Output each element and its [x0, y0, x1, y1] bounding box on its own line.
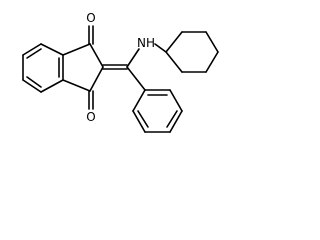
exocyclic-double-bond: [102, 64, 128, 70]
bond: [132, 89, 146, 112]
bond: [40, 43, 64, 56]
bond: [22, 79, 42, 93]
bond: [62, 79, 91, 92]
bond: [154, 43, 167, 53]
bond: [169, 89, 183, 112]
bond: [40, 79, 64, 93]
phenyl-ring: [126, 66, 183, 133]
bond: [126, 66, 146, 91]
bond: [89, 66, 104, 92]
benzo-ring: [22, 43, 64, 93]
bond: [132, 110, 146, 133]
bond: [137, 110, 149, 128]
bond: [62, 43, 91, 56]
chemical-structure: O O NH: [22, 11, 219, 133]
bond: [89, 43, 104, 68]
bond: [26, 48, 42, 59]
bond: [205, 31, 219, 53]
bond: [26, 76, 42, 88]
bond: [165, 31, 183, 53]
bond: [169, 110, 183, 133]
bond: [165, 51, 183, 73]
bond: [166, 110, 178, 128]
oxygen-label-bottom: O: [86, 110, 95, 124]
cyclohexane-ring: [165, 31, 219, 73]
oxygen-label-top: O: [86, 11, 95, 25]
dione-ring: [62, 43, 104, 92]
bond: [22, 43, 42, 56]
amine-bonds: [126, 43, 167, 68]
carbonyl-bonds: [88, 25, 94, 110]
bond: [126, 48, 140, 68]
amine-label: NH: [137, 36, 155, 50]
bond: [205, 51, 219, 73]
